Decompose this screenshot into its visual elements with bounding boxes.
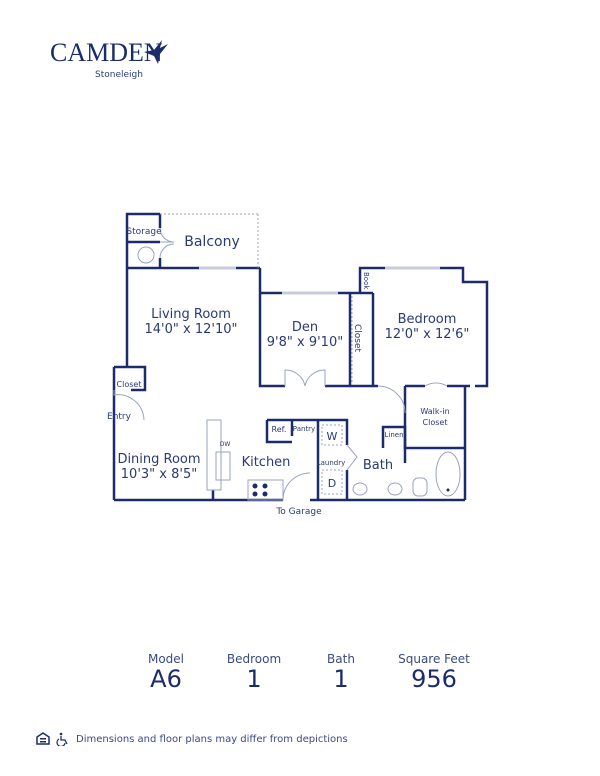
living-room-label: Living Room (151, 307, 231, 322)
equal-housing-icon (36, 732, 50, 745)
closet-label: Closet (117, 380, 142, 389)
washer-label: W (327, 430, 338, 443)
dishwasher-label: DW (220, 441, 231, 448)
stat-label: Model (147, 652, 185, 666)
stove-burners (252, 483, 450, 497)
stat-model: Model A6 (116, 652, 216, 692)
dining-room-size: 10'3" x 8'5" (121, 467, 197, 482)
book-label: Book (362, 272, 370, 290)
stat-value: 1 (246, 665, 262, 693)
stat-label: Bath (327, 652, 355, 666)
walk-in-closet-label: Walk-in (420, 407, 449, 416)
stat-bedroom: Bedroom 1 (204, 652, 304, 692)
dining-room-label: Dining Room (117, 452, 200, 467)
brand-name: CAMDEN (50, 38, 163, 67)
entry-label: Entry (107, 412, 132, 422)
fixtures (113, 213, 461, 501)
bedroom-label: Bedroom (398, 312, 457, 327)
stat-label: Square Feet (398, 652, 470, 666)
bath-label: Bath (363, 458, 393, 473)
hummingbird-icon (144, 40, 168, 64)
dryer-label: D (328, 477, 336, 490)
stat-label: Bedroom (226, 652, 282, 666)
disclaimer: Dimensions and floor plans may differ fr… (76, 733, 348, 745)
walk-in-closet-label-2: Closet (423, 418, 448, 427)
wheelchair-accessible-icon (56, 732, 68, 746)
laundry-label: Laundry (317, 459, 346, 467)
stat-value: 956 (411, 665, 457, 693)
to-garage-label: To Garage (275, 507, 322, 517)
camden-logo: CAMDEN Stoneleigh (50, 38, 168, 80)
den-size: 9'8" x 9'10" (267, 335, 343, 350)
den-closet-label: Closet (352, 324, 362, 353)
storage-label: Storage (126, 227, 162, 237)
stat-value: A6 (150, 665, 182, 693)
pantry-label: Pantry (293, 425, 315, 433)
living-room-size: 14'0" x 12'10" (145, 322, 238, 337)
community-name: Stoneleigh (95, 70, 143, 80)
bedroom-size: 12'0" x 12'6" (385, 327, 470, 342)
ref-label: Ref. (272, 425, 287, 434)
stat-square-feet: Square Feet 956 (384, 652, 484, 692)
stat-bath: Bath 1 (291, 652, 391, 692)
kitchen-label: Kitchen (242, 455, 291, 470)
footer: Dimensions and floor plans may differ fr… (36, 732, 348, 746)
balcony-label: Balcony (184, 234, 240, 250)
linen-label: Linen (384, 431, 403, 439)
stat-value: 1 (333, 665, 349, 693)
den-label: Den (292, 320, 318, 335)
